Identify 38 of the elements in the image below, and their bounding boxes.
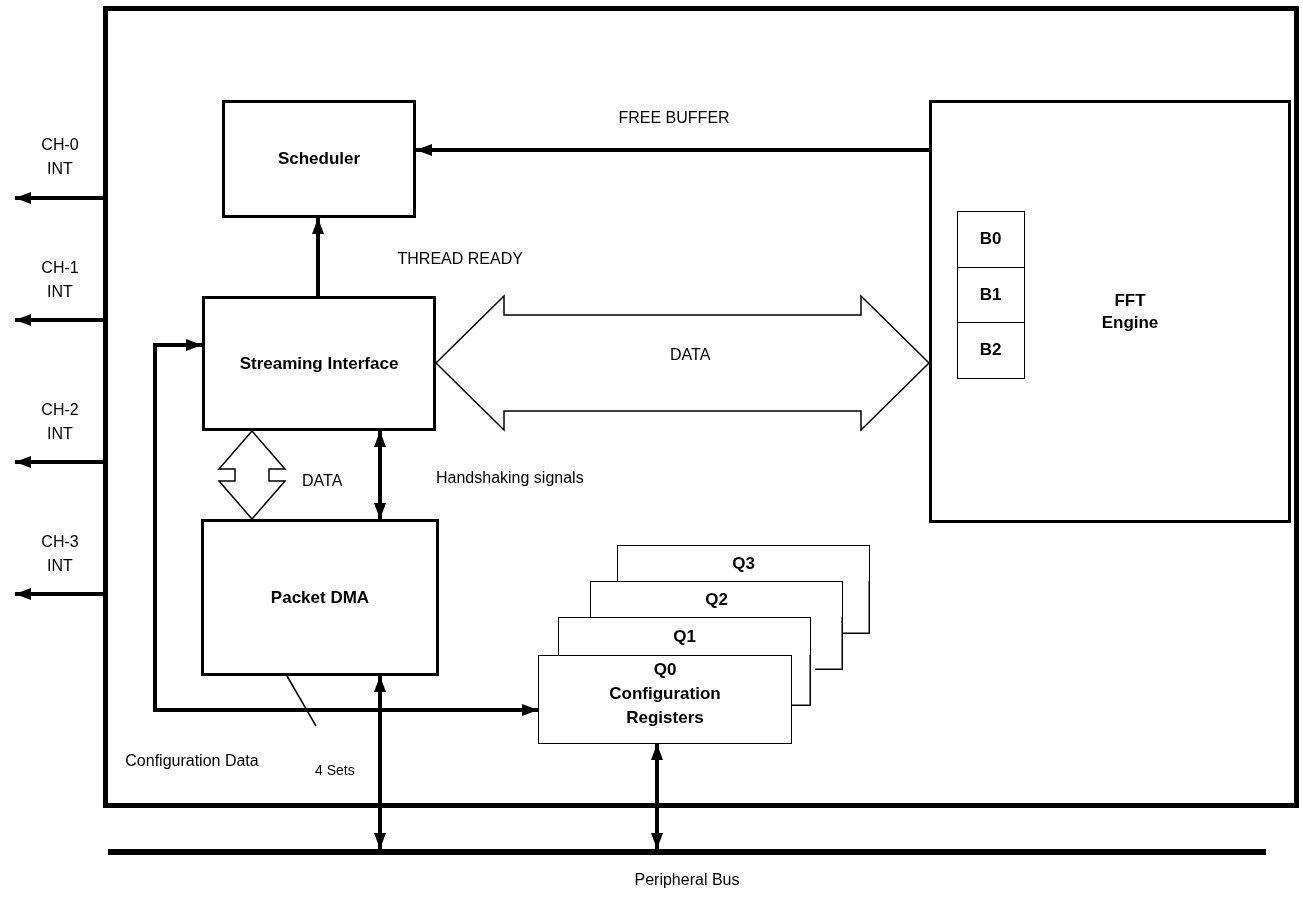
bus-label: Peripheral Bus [634, 870, 740, 890]
arrow [651, 744, 663, 849]
arrow [416, 144, 929, 156]
block-label: B0 [979, 228, 1002, 250]
block-label: Q3 [732, 552, 755, 575]
process-box [222, 100, 416, 218]
arrow [153, 339, 538, 716]
double-block-arrow [217, 429, 287, 521]
arrow [15, 192, 103, 204]
process-box [929, 100, 1291, 523]
block-label: Q2 [705, 588, 728, 611]
arrow [15, 456, 103, 468]
double-block-arrow [434, 294, 931, 432]
block-label: Configuration Registers [608, 683, 722, 729]
register-card [538, 655, 792, 744]
arrow [374, 431, 386, 519]
process-box [201, 519, 439, 676]
block-label: Streaming Interface [239, 352, 399, 375]
buffer-cell [956, 321, 1025, 379]
arrow [312, 218, 324, 296]
buffer-cell [956, 266, 1025, 323]
block-label: Q0 [653, 659, 677, 681]
process-box [202, 296, 436, 431]
register-card [558, 617, 811, 655]
arrow [15, 314, 103, 326]
block-label: Scheduler [277, 148, 361, 170]
arrow [374, 676, 386, 849]
block-label: Q1 [673, 625, 696, 648]
register-card [617, 545, 870, 581]
block-label: B1 [979, 283, 1002, 306]
block-label: FFT Engine [1100, 289, 1160, 334]
arrow [15, 588, 103, 600]
chip-boundary [103, 6, 1299, 808]
block-label: B2 [979, 339, 1002, 361]
register-card [590, 581, 843, 617]
buffer-cell [956, 210, 1025, 268]
edge-label: DATA [670, 345, 711, 365]
block-label: Packet DMA [270, 586, 370, 609]
